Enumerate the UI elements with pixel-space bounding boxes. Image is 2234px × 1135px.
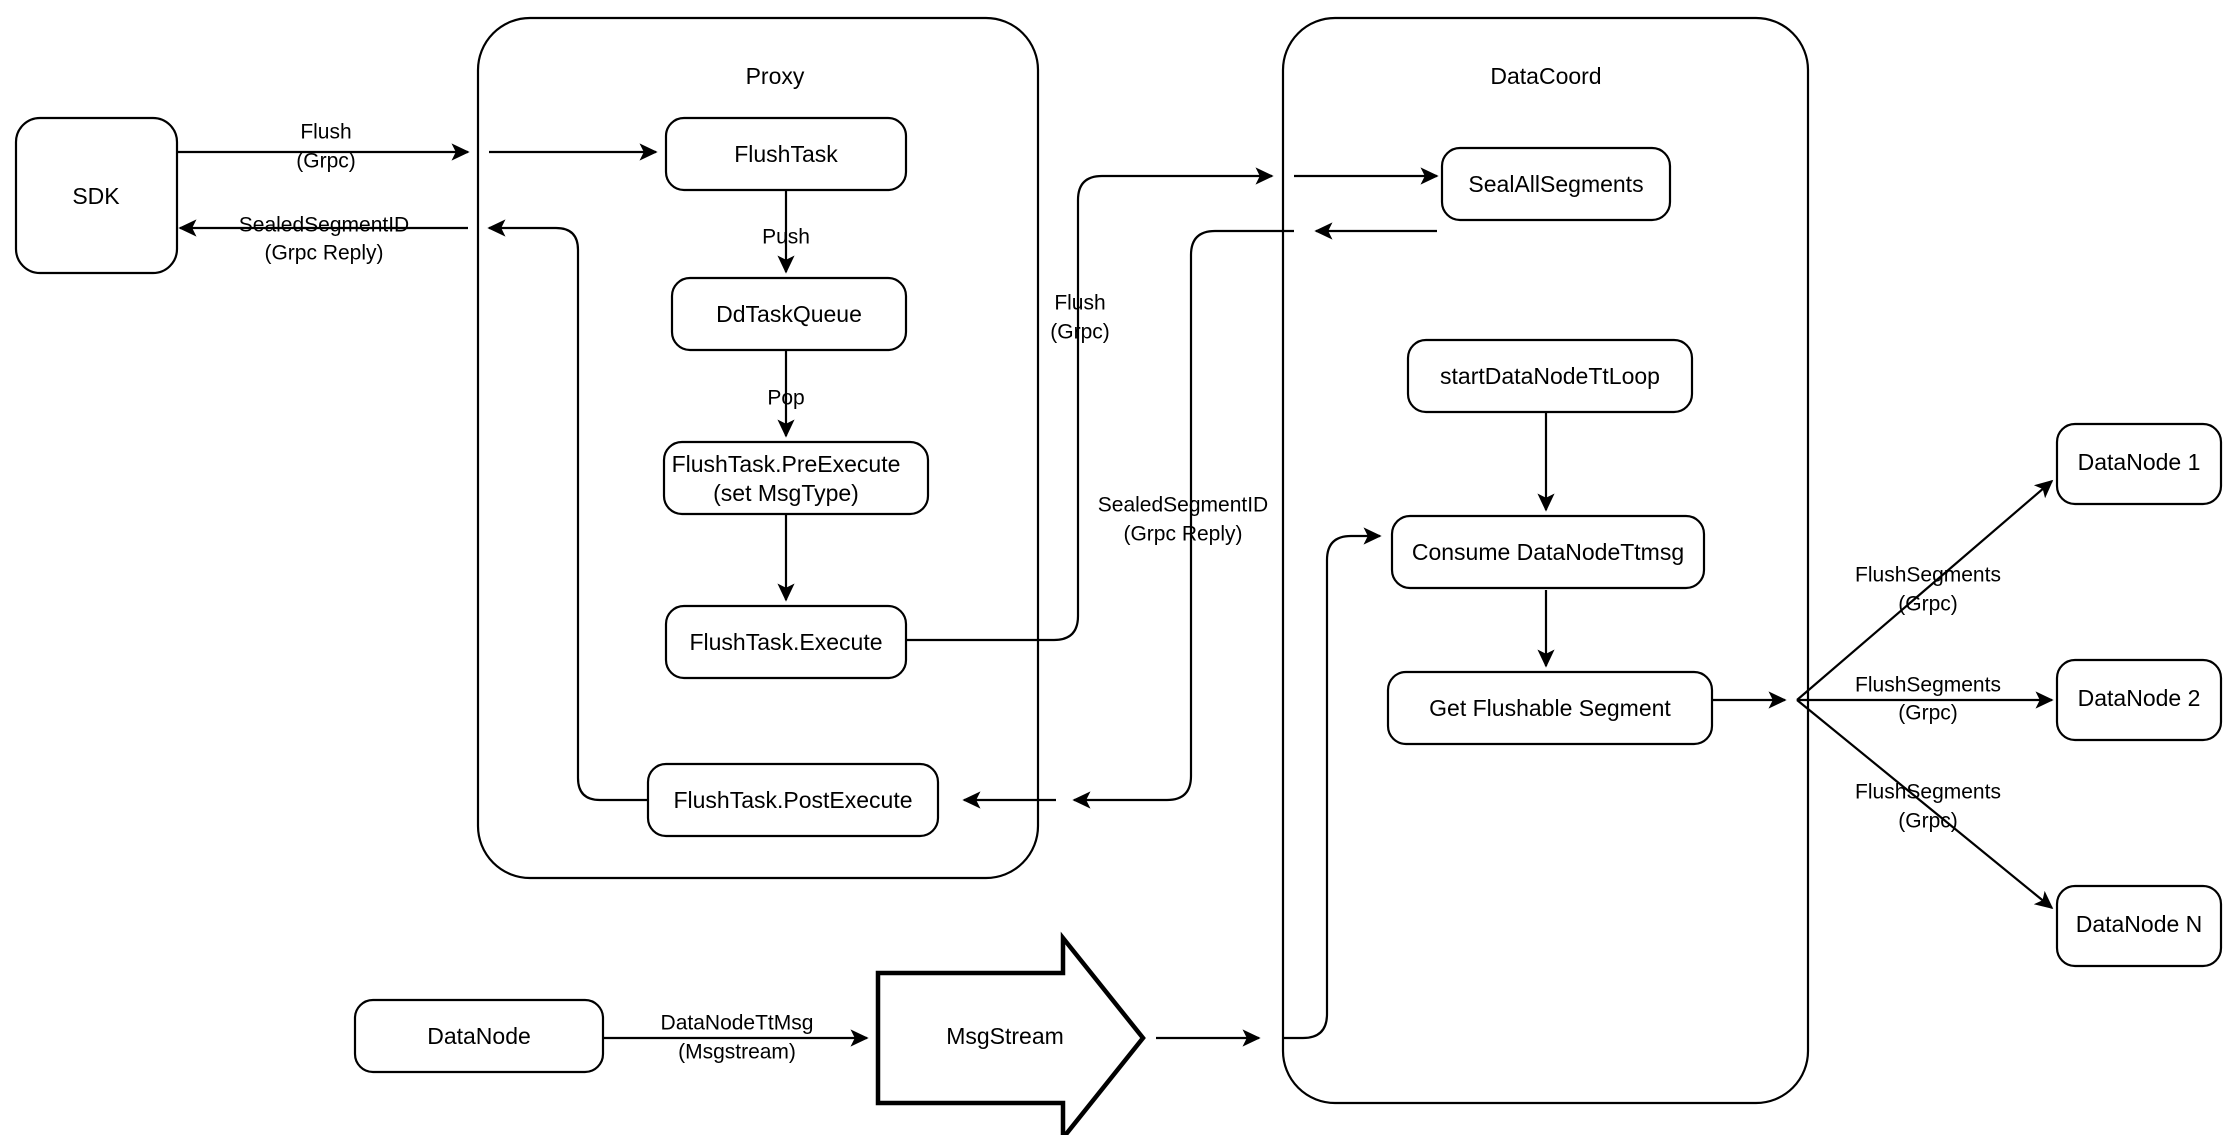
edge-flushtask-to-ddtaskqueue: Push (762, 190, 810, 274)
node-flushtask-execute[interactable]: FlushTask.Execute (664, 604, 908, 680)
edge-datanode-to-msgstream: DataNodeTtMsg (Msgstream) (603, 1012, 869, 1064)
node-get-flushable-segment[interactable]: Get Flushable Segment (1386, 670, 1714, 746)
edge-label-flush-grpc-1b: (Grpc) (296, 150, 356, 173)
node-sdk[interactable]: SDK (14, 116, 179, 275)
node-flushtask-preexecute-label-2: (set MsgType) (713, 480, 859, 506)
edge-label-flushsegments-3b: (Grpc) (1898, 810, 1958, 833)
edge-label-flushsegments-1b: (Grpc) (1898, 593, 1958, 616)
edge-label-sealedsegmentid-1: SealedSegmentID (239, 214, 409, 237)
node-datanode-n[interactable]: DataNode N (2055, 884, 2223, 968)
node-datanode-2-label: DataNode 2 (2078, 685, 2201, 711)
edge-label-pop: Pop (767, 387, 804, 410)
node-flushtask-postexecute-label: FlushTask.PostExecute (673, 787, 912, 813)
node-datanode-2[interactable]: DataNode 2 (2055, 658, 2223, 742)
node-flushtask-preexecute[interactable]: FlushTask.PreExecute (set MsgType) (662, 440, 930, 516)
container-proxy-label: Proxy (746, 63, 805, 89)
node-ddtaskqueue[interactable]: DdTaskQueue (670, 276, 908, 352)
node-flushtask-label: FlushTask (734, 141, 838, 167)
node-get-flushable-segment-label: Get Flushable Segment (1429, 695, 1671, 721)
node-sealallsegments-label: SealAllSegments (1468, 171, 1643, 197)
node-sealallsegments[interactable]: SealAllSegments (1440, 146, 1672, 222)
node-consume-datanodettmsg[interactable]: Consume DataNodeTtmsg (1390, 514, 1706, 590)
edge-label-sealedsegmentid-1b: (Grpc Reply) (264, 242, 383, 265)
edge-msgstream-to-consume (1156, 527, 1382, 1047)
edge-label-flushsegments-3: FlushSegments (1855, 781, 2001, 804)
edge-junction-to-datanode1: FlushSegments (Grpc) (1796, 479, 2054, 701)
edge-label-flushsegments-1: FlushSegments (1855, 564, 2001, 587)
edge-label-datanodettmsg: DataNodeTtMsg (661, 1012, 814, 1035)
edge-label-push: Push (762, 226, 810, 249)
edge-label-datanodettmsg-b: (Msgstream) (678, 1041, 796, 1064)
node-startdatanodettloop[interactable]: startDataNodeTtLoop (1406, 338, 1694, 414)
node-datanode-bottom[interactable]: DataNode (353, 998, 605, 1074)
edge-label-flushsegments-2b: (Grpc) (1898, 702, 1958, 725)
edge-label-sealedsegmentid-2: SealedSegmentID (1098, 494, 1268, 517)
node-datanode-n-label: DataNode N (2076, 911, 2203, 937)
edge-label-flush-grpc-1: Flush (300, 121, 351, 144)
node-sdk-label: SDK (72, 183, 120, 209)
node-flushtask-preexecute-label-1: FlushTask.PreExecute (672, 451, 901, 477)
container-datacoord: DataCoord (1281, 16, 1810, 1105)
node-flushtask-postexecute[interactable]: FlushTask.PostExecute (646, 762, 940, 838)
container-datacoord-label: DataCoord (1490, 63, 1601, 89)
edge-sdk-to-flushtask: Flush (Grpc) (177, 121, 658, 173)
container-proxy: Proxy (476, 16, 1040, 880)
node-datanode-1-label: DataNode 1 (2078, 449, 2201, 475)
edge-label-sealedsegmentid-2b: (Grpc Reply) (1123, 523, 1242, 546)
node-flushtask[interactable]: FlushTask (664, 116, 908, 192)
edge-junction-to-datanode2: FlushSegments (Grpc) (1797, 674, 2054, 725)
edge-sealallsegments-to-postexecute: SealedSegmentID (Grpc Reply) (962, 222, 1437, 809)
edge-label-flushsegments-2: FlushSegments (1855, 674, 2001, 697)
node-msgstream[interactable]: MsgStream (875, 931, 1146, 1135)
node-datanode-bottom-label: DataNode (427, 1023, 531, 1049)
edge-label-flush-grpc-2b: (Grpc) (1050, 321, 1110, 344)
edge-junction-to-datanodeN: FlushSegments (Grpc) (1796, 699, 2054, 910)
edge-execute-to-sealallsegments: Flush (Grpc) (905, 167, 1439, 642)
node-flushtask-execute-label: FlushTask.Execute (689, 629, 882, 655)
node-startdatanodettloop-label: startDataNodeTtLoop (1440, 363, 1660, 389)
node-consume-datanodettmsg-label: Consume DataNodeTtmsg (1412, 539, 1684, 565)
node-ddtaskqueue-label: DdTaskQueue (716, 301, 862, 327)
node-datanode-1[interactable]: DataNode 1 (2055, 422, 2223, 506)
edge-postexecute-to-sdk: SealedSegmentID (Grpc Reply) (178, 214, 650, 802)
edge-ddtaskqueue-to-preexecute: Pop (767, 350, 805, 438)
edge-label-flush-grpc-2: Flush (1054, 292, 1105, 315)
node-msgstream-label: MsgStream (946, 1023, 1064, 1049)
